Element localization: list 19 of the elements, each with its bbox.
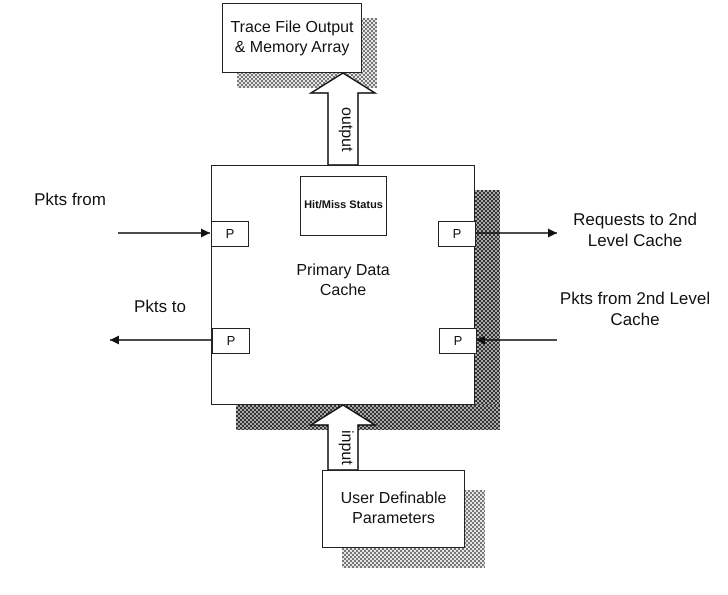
port-label: Requests to 2nd Level Cache bbox=[560, 205, 710, 255]
arrow bbox=[110, 336, 211, 344]
arrow bbox=[476, 336, 557, 344]
port-box: P bbox=[211, 221, 249, 247]
output-box: Trace File Output & Memory Array bbox=[222, 3, 362, 73]
edge-label: input bbox=[338, 429, 354, 466]
box-title: Primary Data Cache bbox=[295, 261, 391, 301]
input-box: User Definable Parameters bbox=[322, 470, 465, 548]
port-box: P bbox=[438, 221, 476, 247]
cache-box bbox=[211, 165, 475, 405]
arrow bbox=[475, 228, 557, 238]
port-label: Pkts from 2nd Level Cache bbox=[555, 284, 715, 334]
port-box: P bbox=[439, 328, 477, 354]
status-box: Hit/Miss Status bbox=[300, 176, 387, 236]
port-box: P bbox=[212, 328, 250, 354]
port-label: Pkts to bbox=[115, 285, 205, 329]
port-label: Pkts from bbox=[25, 178, 115, 222]
edge-label: output bbox=[338, 106, 354, 152]
arrow bbox=[118, 228, 210, 238]
